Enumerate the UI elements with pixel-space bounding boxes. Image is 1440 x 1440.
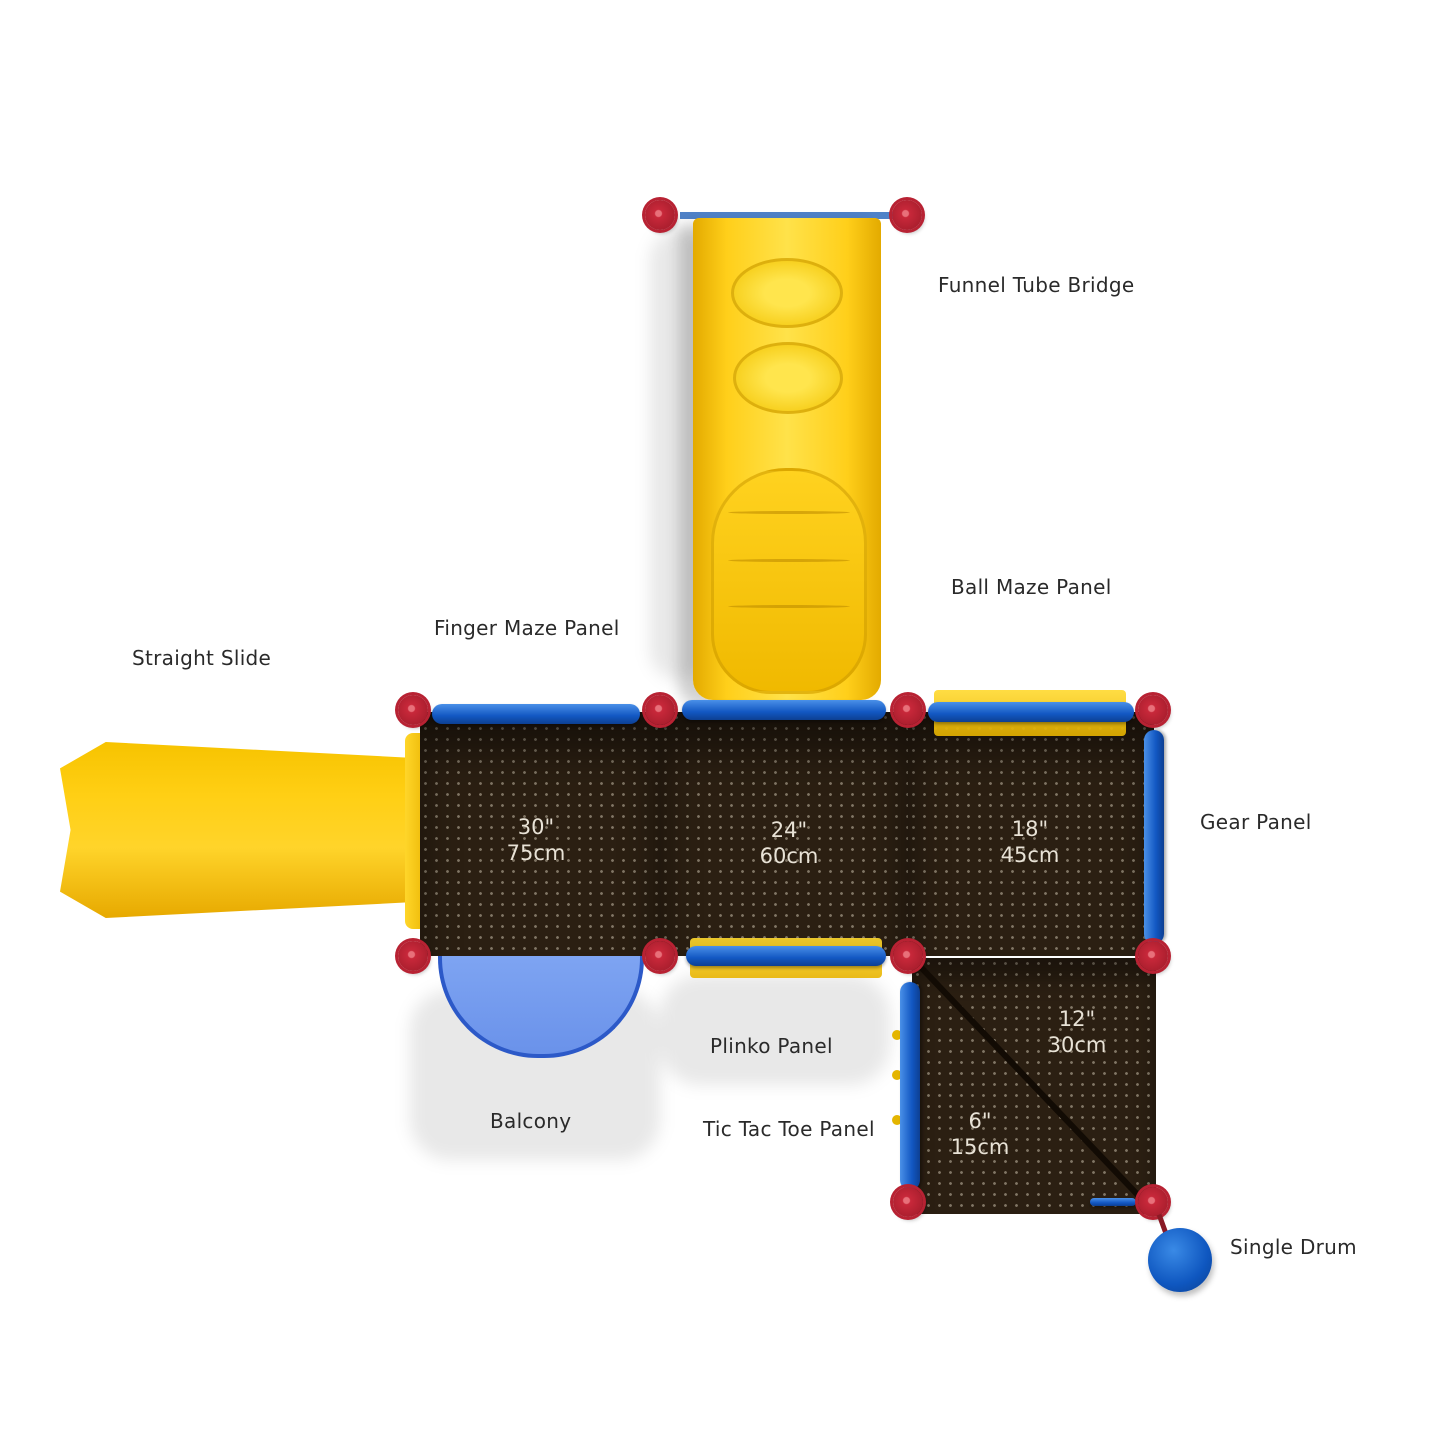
tube-top-bar [680, 212, 894, 219]
gear-panel [1144, 730, 1164, 944]
knob [892, 1070, 902, 1080]
label-balcony: Balcony [490, 1109, 572, 1133]
deck-24in [660, 712, 908, 956]
ball-maze-panel [928, 702, 1134, 722]
post [645, 695, 675, 725]
post [1138, 1187, 1168, 1217]
tube-rib [728, 559, 850, 562]
post [1138, 695, 1168, 725]
deck-12-height: 12" 30cm [1017, 1006, 1137, 1058]
height-inches: 24" [770, 818, 808, 842]
label-straight-slide: Straight Slide [132, 646, 272, 670]
height-inches: 12" [1058, 1007, 1096, 1031]
deck-30-height: 30" 75cm [476, 814, 596, 866]
deck-12-6in [912, 958, 1156, 1214]
post-tube-right [892, 200, 922, 230]
label-tic-tac-toe-panel: Tic Tac Toe Panel [703, 1117, 875, 1141]
height-cm: 75cm [506, 841, 566, 865]
label-plinko-panel: Plinko Panel [710, 1034, 833, 1058]
post [893, 941, 923, 971]
height-cm: 60cm [759, 844, 819, 868]
deck-24-height: 24" 60cm [729, 817, 849, 869]
deck-diagonal-divider [912, 958, 1156, 1214]
height-inches: 6" [968, 1109, 992, 1133]
top-rail-middle [682, 700, 886, 720]
label-finger-maze-panel: Finger Maze Panel [434, 616, 620, 640]
label-ball-maze-panel: Ball Maze Panel [951, 575, 1112, 599]
straight-slide [60, 742, 412, 918]
bottom-short-rail [1090, 1198, 1136, 1206]
tube-oval-2 [733, 342, 843, 414]
post [1138, 941, 1168, 971]
post [398, 695, 428, 725]
label-funnel-tube-bridge: Funnel Tube Bridge [938, 273, 1135, 297]
funnel-tube-bridge [693, 218, 881, 700]
post [893, 1187, 923, 1217]
plinko-panel [686, 946, 886, 966]
knob [892, 1030, 902, 1040]
deck-6-height: 6" 15cm [920, 1108, 1040, 1160]
deck-18in [908, 712, 1154, 956]
tube-rib [728, 605, 850, 608]
knob [892, 1115, 902, 1125]
post [893, 695, 923, 725]
label-single-drum: Single Drum [1230, 1235, 1357, 1259]
label-gear-panel: Gear Panel [1200, 810, 1312, 834]
deck-18-height: 18" 45cm [970, 816, 1090, 868]
height-cm: 30cm [1047, 1033, 1107, 1057]
finger-maze-panel [432, 704, 640, 724]
tube-rib [728, 511, 850, 514]
post [645, 941, 675, 971]
post [398, 941, 428, 971]
tic-tac-toe-panel [900, 982, 920, 1190]
plinko-shadow [660, 975, 890, 1085]
single-drum [1148, 1228, 1212, 1292]
tube-bowl [711, 468, 867, 694]
height-inches: 18" [1011, 817, 1049, 841]
post-tube-left [645, 200, 675, 230]
deck-30in [420, 712, 660, 956]
height-cm: 45cm [1000, 843, 1060, 867]
tube-oval-1 [731, 258, 843, 328]
height-inches: 30" [517, 815, 555, 839]
height-cm: 15cm [950, 1135, 1010, 1159]
